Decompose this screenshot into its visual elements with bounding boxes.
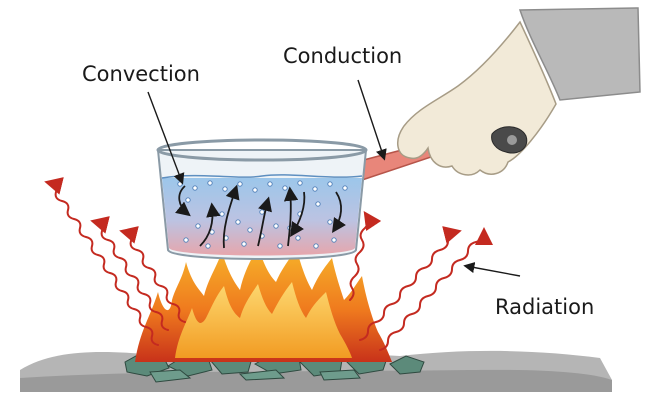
convection-arrow: [257, 196, 272, 247]
water: [162, 178, 362, 256]
radiation-arrows-right: [349, 211, 493, 351]
radiation-arrows: [44, 177, 186, 346]
radiation-arrow: [349, 211, 382, 301]
convection-arrow: [290, 191, 306, 237]
radiation-arrow: [90, 216, 169, 331]
convection-arrow: [199, 202, 221, 247]
fire: [135, 246, 392, 362]
glove: [397, 20, 557, 176]
radiation-label: Radiation: [495, 295, 595, 319]
sleeve: [518, 7, 641, 101]
radiation-pointer: [463, 262, 521, 277]
convection-arrow: [175, 185, 191, 217]
water-surface: [161, 174, 363, 179]
convection-arrow: [283, 186, 299, 247]
handle-knob-hole: [507, 135, 517, 145]
convection-label: Convection: [82, 62, 200, 86]
conduction-pointer: [357, 79, 387, 161]
convection-arrow: [332, 191, 346, 233]
label-pointers: [147, 79, 521, 277]
pot-rim: [156, 138, 368, 162]
convection-arrows: [175, 184, 346, 249]
pot: [156, 138, 450, 260]
radiation-arrow: [44, 177, 159, 346]
radiation-arrow: [119, 226, 186, 323]
conduction-label: Conduction: [283, 44, 403, 68]
convection-arrow: [222, 184, 240, 249]
radiation-arrow: [379, 227, 493, 351]
radiation-arrow: [359, 226, 462, 341]
hand: [397, 7, 641, 176]
convection-pointer: [147, 91, 185, 185]
